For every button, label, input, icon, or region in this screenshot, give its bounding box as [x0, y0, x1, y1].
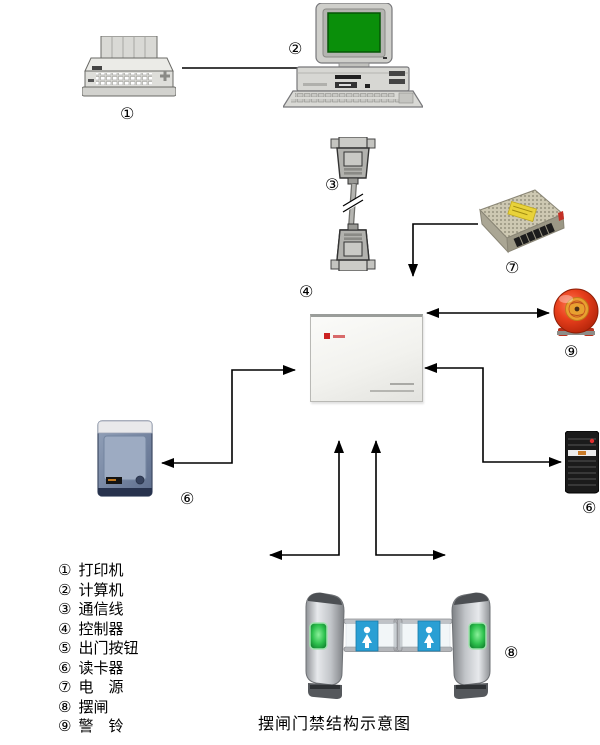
controller-model-text: [390, 383, 414, 385]
controller-num: ④: [299, 282, 314, 301]
card-reader-icon: [565, 431, 599, 494]
line-controller-reader-left: [161, 365, 296, 468]
bell-num: ⑨: [564, 342, 579, 361]
card-reader-icon: [97, 420, 153, 497]
swing-gate-icon: [305, 592, 491, 700]
computer-num: ②: [288, 39, 303, 58]
controller-logo: [324, 333, 330, 339]
power-num: ⑦: [505, 258, 520, 277]
card-reader-right-num: ⑥: [582, 498, 597, 517]
serial-cable-icon: [330, 137, 376, 271]
controller-logo-text: [333, 335, 345, 338]
power-supply-icon: [479, 189, 565, 254]
controller-icon: [310, 314, 423, 402]
line-power-to-controller: [408, 223, 478, 277]
printer-num: ①: [120, 104, 135, 123]
controller-brand-text: [370, 390, 414, 392]
diagram-title: 摆闸门禁结构示意图: [258, 714, 412, 733]
alarm-bell-icon: [553, 288, 599, 336]
cable-num: ③: [325, 175, 340, 194]
gate-num: ⑧: [504, 643, 519, 662]
line-gate-right: [371, 440, 446, 560]
printer-icon: [82, 36, 176, 97]
line-controller-reader-right: [424, 363, 562, 467]
card-reader-left-num: ⑥: [180, 489, 195, 508]
computer-icon: [283, 3, 423, 108]
line-gate-left: [269, 440, 344, 560]
